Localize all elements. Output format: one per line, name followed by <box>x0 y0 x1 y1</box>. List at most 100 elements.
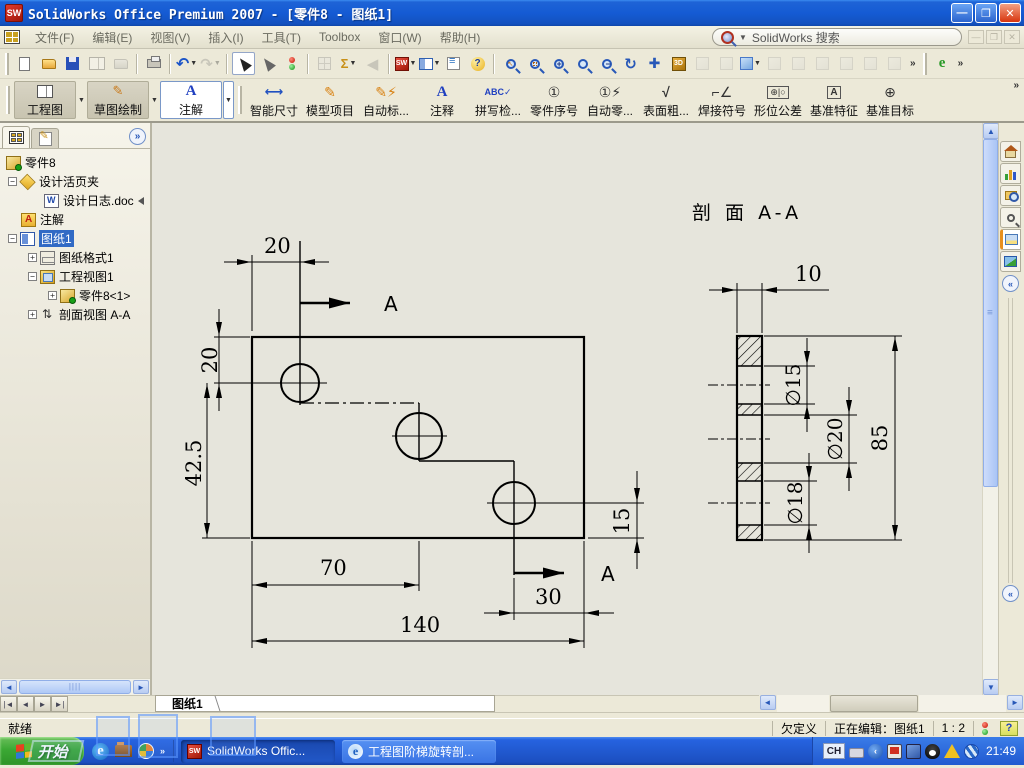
view-layout-button[interactable]: ▼ <box>418 52 441 75</box>
tab-sketch-dropdown[interactable]: ▼ <box>151 96 158 104</box>
toolbar-overflow-icon[interactable]: » <box>910 58 916 69</box>
next-sheet-icon[interactable]: ► <box>34 696 51 712</box>
dim-text-15[interactable]: 15 <box>610 508 634 535</box>
dim-text-20-left[interactable]: 20 <box>198 347 222 374</box>
tab-search[interactable] <box>1000 207 1021 228</box>
tab-featuremanager[interactable] <box>2 126 30 148</box>
menu-tools[interactable]: 工具(T) <box>261 30 301 45</box>
ie-quicklaunch-icon[interactable]: e <box>92 742 109 760</box>
media-player-icon[interactable] <box>138 743 154 759</box>
search-dropdown-icon[interactable]: ▼ <box>739 32 747 42</box>
auto-balloon-button[interactable]: ①⚡自动零... <box>586 83 633 118</box>
select-button[interactable] <box>232 52 255 75</box>
restore-button[interactable]: ❐ <box>975 3 997 23</box>
options-button[interactable] <box>442 52 465 75</box>
monitor-tray-icon[interactable] <box>886 743 902 759</box>
tab-file-explorer[interactable] <box>1000 185 1021 206</box>
tab-view-palette[interactable] <box>1000 229 1021 250</box>
menu-insert[interactable]: 插入(I) <box>208 30 244 45</box>
menu-help[interactable]: 帮助(H) <box>439 30 481 45</box>
tab-annotation[interactable]: A 注解 <box>160 81 222 119</box>
tab-propertymanager[interactable] <box>31 128 59 148</box>
alert-tray-icon[interactable] <box>943 744 960 758</box>
zoom-to-selection-button[interactable] <box>571 52 594 75</box>
dim-text-10[interactable]: 10 <box>795 262 822 286</box>
child-minimize-button[interactable]: — <box>968 30 984 44</box>
tree-item-sheet1[interactable]: − 图纸1 <box>2 229 148 248</box>
zoom-out-button[interactable] <box>595 52 618 75</box>
dim-text-20-top[interactable]: 20 <box>264 234 291 258</box>
spell-check-button[interactable]: ABC✓拼写检... <box>470 81 526 121</box>
menu-view[interactable]: 视图(V) <box>150 30 191 45</box>
scroll-right-icon[interactable]: ► <box>133 680 149 694</box>
show-desktop-icon[interactable] <box>115 742 132 757</box>
panel-horizontal-scrollbar[interactable]: ◄ ► <box>0 678 150 695</box>
tab-solidworks-resources[interactable] <box>1000 141 1021 162</box>
new-document-button[interactable] <box>13 52 36 75</box>
search-input[interactable]: ▼ SolidWorks 搜索 <box>712 28 962 46</box>
collapse-pane-icon[interactable]: « <box>1002 275 1019 292</box>
help-button[interactable]: ? <box>466 52 489 75</box>
rebuild-button[interactable] <box>280 52 303 75</box>
tree-item-drawing-view1[interactable]: − 工程视图1 <box>2 267 148 286</box>
collapse-expander[interactable]: − <box>8 177 17 186</box>
section-view-title[interactable]: 剖 面 A-A <box>692 202 802 224</box>
minimize-button[interactable]: — <box>951 3 973 23</box>
tree-item-annotations[interactable]: 注解 <box>2 210 148 229</box>
zoom-to-fit-button[interactable] <box>499 52 522 75</box>
start-button[interactable]: 开始 <box>0 737 84 765</box>
tab-sketch[interactable]: ✎ 草图绘制 <box>87 81 149 119</box>
scroll-right-icon[interactable]: ► <box>1007 695 1023 710</box>
collapse-pane-icon-2[interactable]: « <box>1002 585 1019 602</box>
measure-button[interactable]: Σ▼ <box>340 56 357 71</box>
zoom-in-button[interactable] <box>547 52 570 75</box>
child-restore-button[interactable]: ❐ <box>986 30 1002 44</box>
expand-expander[interactable]: + <box>28 253 37 262</box>
surface-finish-button[interactable]: √表面粗... <box>642 84 689 118</box>
tree-item-sheet-format[interactable]: + 图纸格式1 <box>2 248 148 267</box>
tree-item-part-ref[interactable]: + 零件8<1> <box>2 286 148 305</box>
solidworks-office-button[interactable]: SW▼ <box>394 52 417 75</box>
tab-drawing[interactable]: 工程图 <box>14 81 76 119</box>
expand-expander[interactable]: + <box>48 291 57 300</box>
language-indicator[interactable]: CH <box>822 743 845 759</box>
sheet-tab-1[interactable]: 图纸1 <box>159 696 221 711</box>
menu-toolbox[interactable]: Toolbox <box>318 30 361 44</box>
child-close-button[interactable]: ✕ <box>1004 30 1020 44</box>
print-button[interactable] <box>142 52 165 75</box>
3d-drawing-view-button[interactable]: 3D <box>667 52 690 75</box>
toolbar-overflow-icon-2[interactable]: » <box>957 58 964 69</box>
menu-file[interactable]: 文件(F) <box>35 30 75 45</box>
dim-text-phi18[interactable]: ∅18 <box>783 482 807 525</box>
pane-drag-handle[interactable] <box>1008 298 1013 583</box>
child-window-icon[interactable] <box>4 30 20 44</box>
tab-appearances[interactable] <box>1000 251 1021 272</box>
dim-text-42-5[interactable]: 42.5 <box>182 440 206 487</box>
tab-design-library[interactable] <box>1000 163 1021 184</box>
horizontal-scrollbar-thumb[interactable] <box>829 695 919 712</box>
dim-text-phi20[interactable]: ∅20 <box>823 418 847 461</box>
scroll-left-icon[interactable]: ◄ <box>759 695 776 710</box>
pan-button[interactable]: ✚ <box>648 55 661 71</box>
commandbar-grip[interactable] <box>6 86 10 114</box>
view-orientation-button[interactable]: ▼ <box>739 52 762 75</box>
collapse-expander[interactable]: − <box>8 234 17 243</box>
geometric-tolerance-button[interactable]: ⊕|○形位公差 <box>753 85 802 118</box>
toolbar-grip-2[interactable] <box>922 52 927 75</box>
dim-text-85[interactable]: 85 <box>868 425 892 452</box>
last-sheet-icon[interactable]: ►| <box>51 696 68 712</box>
status-help-button[interactable]: ? <box>1000 720 1018 736</box>
tree-item-design-journal[interactable]: 设计日志.doc <box>2 191 148 210</box>
dim-text-30[interactable]: 30 <box>535 585 562 609</box>
model-items-button[interactable]: ✎模型项目 <box>305 83 354 118</box>
emule-tray-icon[interactable]: ‹ <box>867 743 883 759</box>
rotate-view-button[interactable]: ↻ <box>624 55 637 73</box>
zoom-to-area-button[interactable] <box>523 52 546 75</box>
scroll-left-icon[interactable]: ◄ <box>1 680 17 694</box>
dim-text-70[interactable]: 70 <box>320 556 347 580</box>
panel-scrollbar-thumb[interactable] <box>19 680 131 694</box>
expand-expander[interactable]: + <box>28 310 37 319</box>
